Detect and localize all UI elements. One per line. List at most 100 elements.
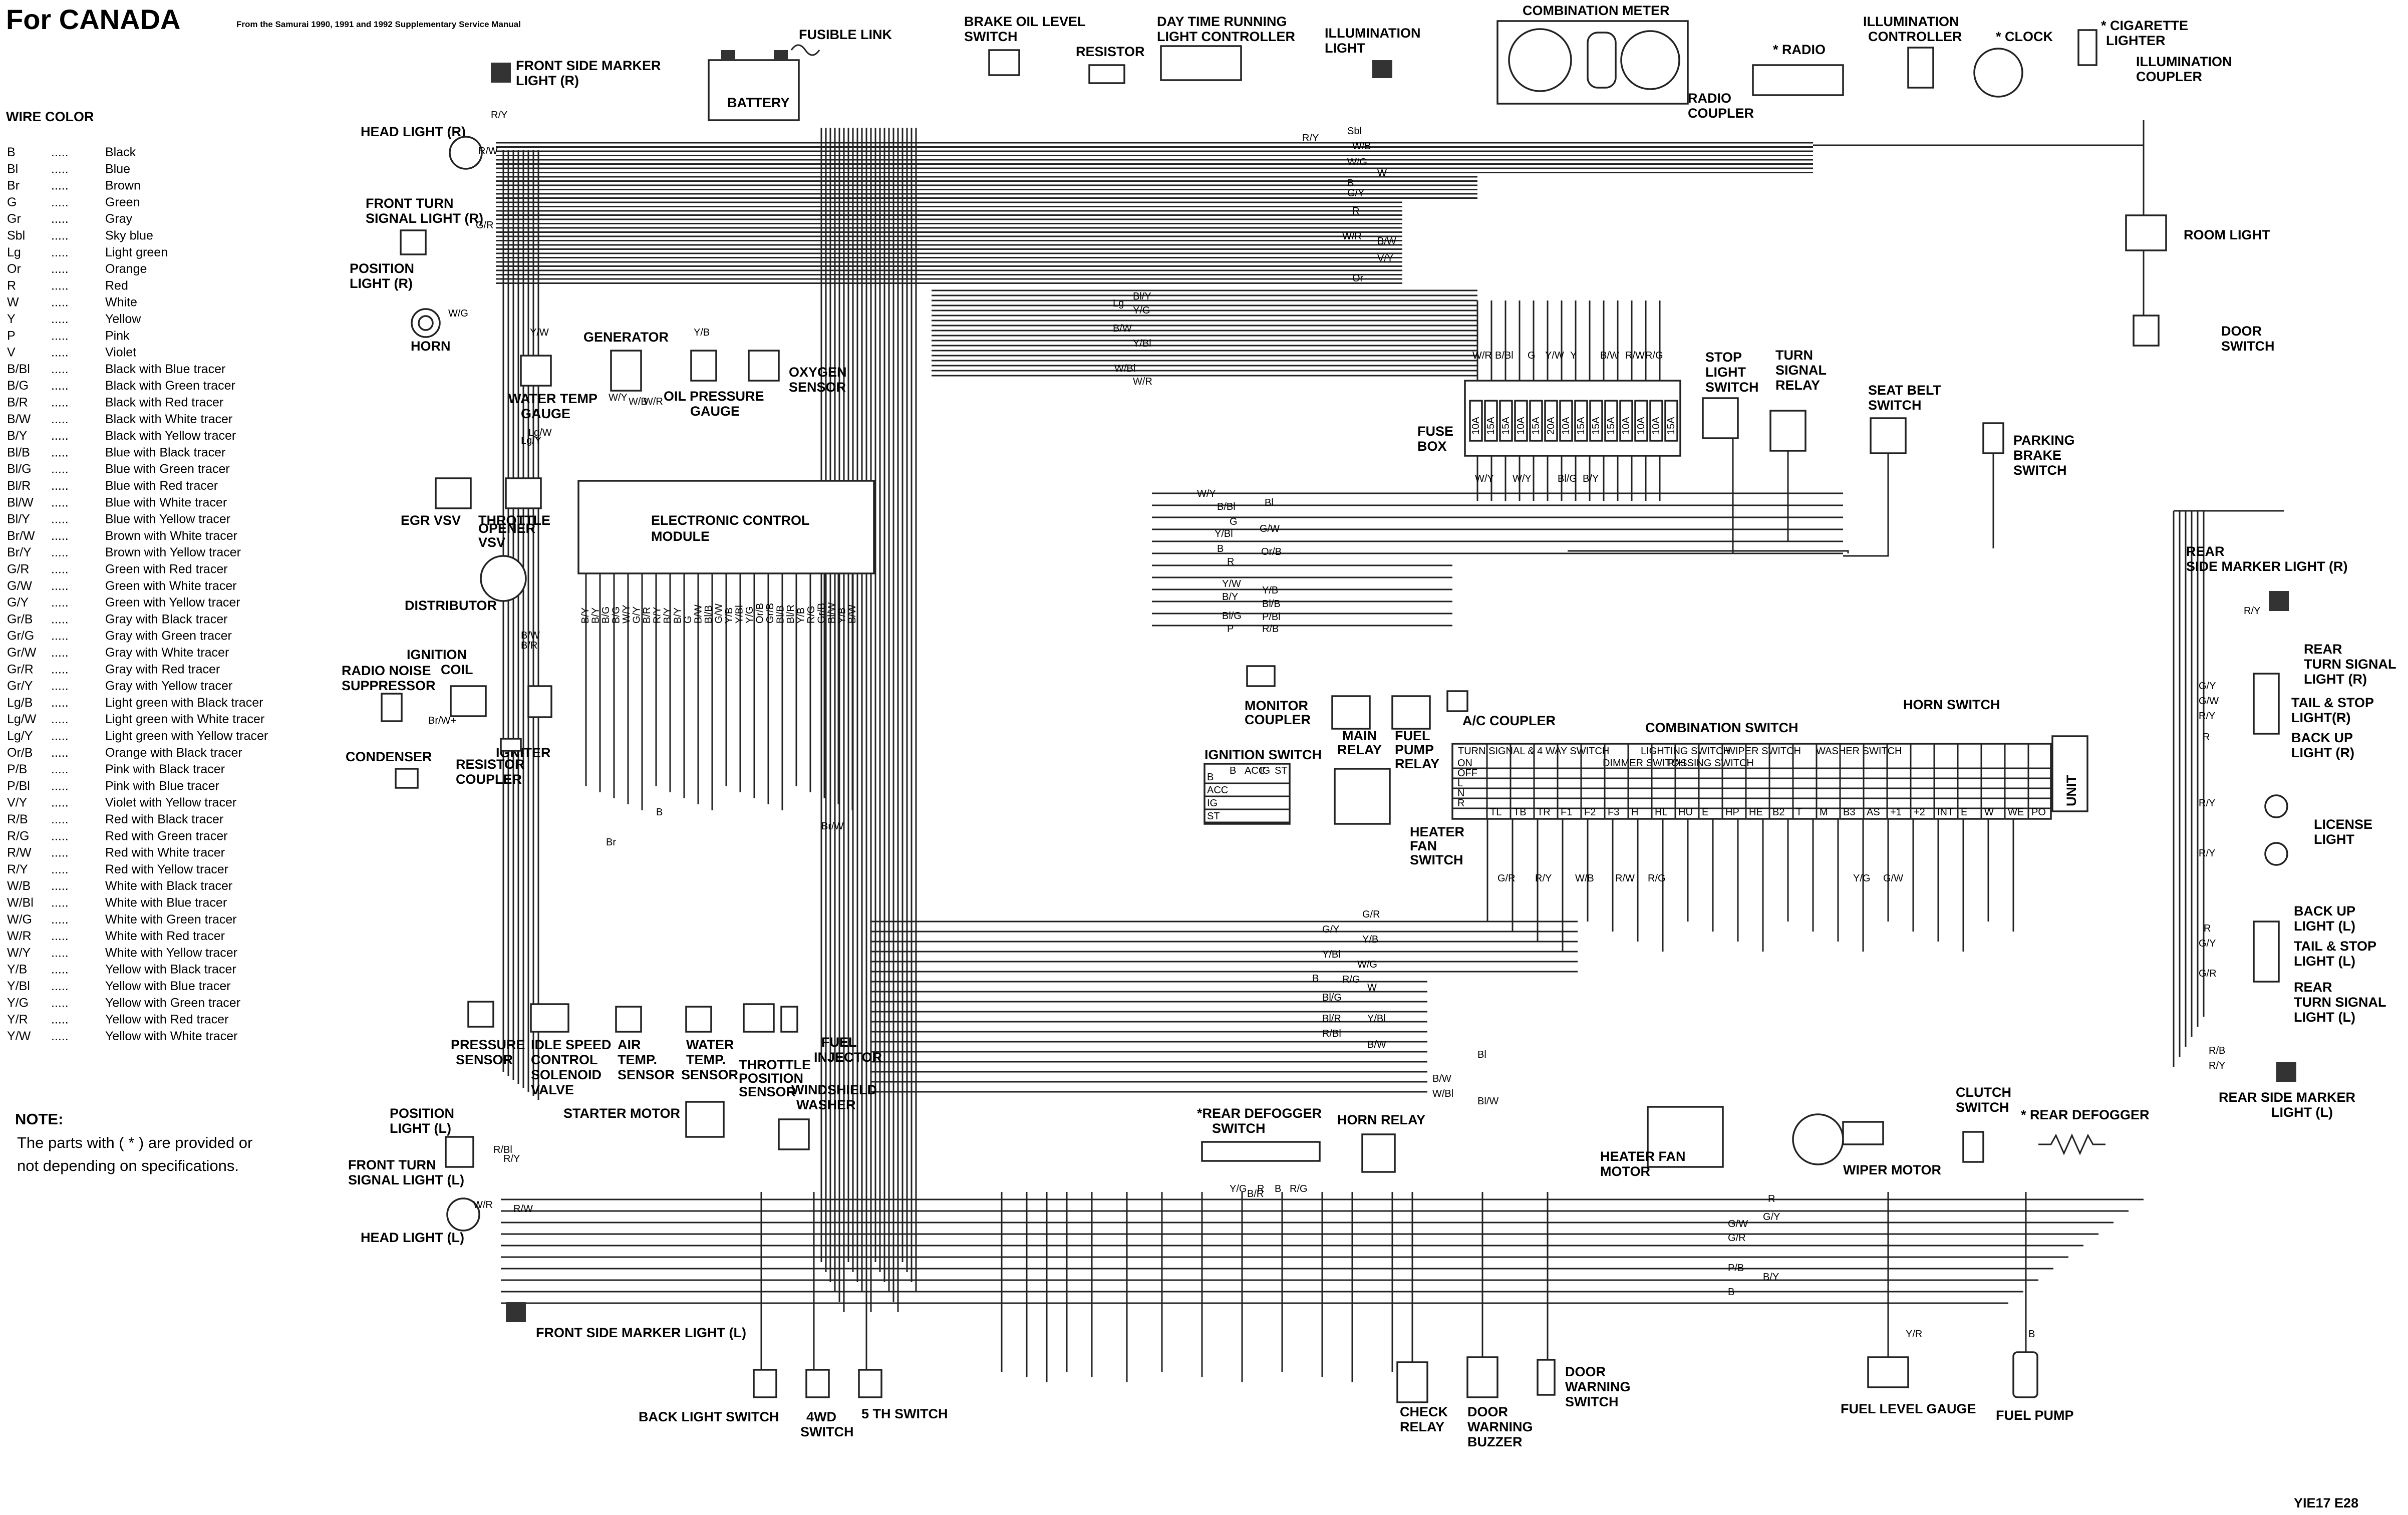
rear-turn-r-label: REAR [2304, 642, 2342, 657]
wire-label: Bl/G [1558, 473, 1577, 484]
comb-pin-label: +2 [1914, 807, 1925, 818]
fuse [1499, 400, 1513, 442]
legend-code: Lg [7, 245, 21, 259]
legend-dots: ..... [51, 946, 69, 960]
wire-label: W [1377, 168, 1387, 179]
legend-code: Bl/G [7, 462, 32, 476]
battery-symbol [708, 59, 800, 121]
legend-color: Light green with Yellow tracer [105, 729, 268, 743]
brake-oil-symbol [988, 49, 1020, 76]
comb-group-label: WASHER SWITCH [1816, 746, 1902, 757]
ecm-pin-label: Bl/B [775, 605, 786, 624]
legend-color: Yellow with Black tracer [105, 963, 236, 977]
fuse [1619, 400, 1633, 442]
legend-color: White with Yellow tracer [105, 946, 237, 960]
legend-code: Gr/G [7, 629, 34, 643]
comb-switch-unit-label: UNIT [2064, 775, 2079, 806]
fuse [1529, 400, 1543, 442]
legend-dots: ..... [51, 879, 69, 893]
legend-dots: ..... [51, 846, 69, 860]
fourwd-switch-symbol [805, 1369, 830, 1398]
illum-light-label: ILLUMINATION [1325, 26, 1420, 41]
main-relay-label: MAIN [1342, 728, 1377, 743]
ecm-pin-label: Y/B [724, 608, 735, 624]
legend-color: Gray [105, 212, 133, 226]
stop-light-switch-symbol [1702, 397, 1739, 439]
brake-oil-label: BRAKE OIL LEVEL [964, 14, 1086, 29]
wire-label: R/Y [2199, 711, 2215, 722]
wire-label: B/W [1113, 323, 1132, 334]
wire-label: W/B [1575, 873, 1594, 884]
door-buzzer-label-2: WARNING [1467, 1419, 1533, 1434]
front-turn-r-label-2: SIGNAL LIGHT (R) [366, 211, 483, 226]
illum-ctrl-symbol [1907, 47, 1934, 89]
wire-label: R/Y [1302, 133, 1319, 144]
wire-label: G/W [1728, 1219, 1748, 1230]
license-light-1-symbol [2264, 794, 2288, 818]
wire-label: Y/W [530, 327, 549, 338]
tps-label: THROTTLE [739, 1057, 811, 1072]
battery-terminal-pos [774, 50, 788, 61]
wire-label: G/R [1362, 909, 1380, 920]
wire-label: B/R [1247, 1188, 1264, 1199]
clutch-switch-label: CLUTCH [1956, 1085, 2011, 1100]
legend-code: Br/W [7, 529, 35, 543]
door-buzzer-label: DOOR [1467, 1404, 1508, 1419]
clock-symbol [1973, 48, 2023, 98]
legend-code: B/W [7, 412, 31, 426]
front-side-marker-r-label: FRONT SIDE MARKER [516, 58, 661, 73]
wire-label: G/Y [2199, 938, 2216, 949]
fuse-rating: 15A [1531, 417, 1542, 435]
throttle-opener-label-3: VSV [478, 535, 505, 550]
wire-label: Bl/B [1262, 598, 1281, 610]
comb-switch-unit [2051, 735, 2088, 812]
isc-valve-symbol [530, 1003, 569, 1033]
tps-symbol [743, 1003, 775, 1033]
water-temp-sensor-symbol [685, 1006, 712, 1033]
wire-label: B [656, 807, 663, 818]
legend-code: Bl/B [7, 445, 30, 459]
tail-l-label-2: LIGHT (L) [2294, 954, 2355, 969]
wire-label: R/Y [491, 110, 507, 121]
legend-code: W/Bl [7, 896, 34, 910]
legend-code: Y/Bl [7, 979, 30, 993]
radio-coupler-label: RADIO [1688, 91, 1731, 106]
wire-label: W/G [1357, 959, 1377, 970]
fuel-pump-relay-label-3: RELAY [1395, 756, 1439, 771]
legend-code: G/Y [7, 595, 29, 610]
legend-color: Red with Yellow tracer [105, 862, 228, 876]
distributor-label: DISTRIBUTOR [405, 598, 497, 613]
pressure-sensor-symbol [467, 1001, 494, 1028]
legend-color: Brown with Yellow tracer [105, 545, 241, 559]
wire-label: W/G [448, 308, 468, 319]
legend-dots: ..... [51, 1013, 69, 1027]
wire-label: Br [606, 837, 616, 848]
comb-row-label: L [1457, 778, 1463, 789]
fuel-level-gauge-label: FUEL LEVEL GAUGE [1841, 1401, 1976, 1416]
rear-defogger-symbol [2038, 1133, 2105, 1155]
cigarette-lighter-label-2: LIGHTER [2106, 33, 2166, 48]
legend-dots: ..... [51, 462, 69, 476]
ecm-pin-label: Or/B [755, 603, 766, 624]
oil-pressure-symbol [690, 350, 717, 382]
legend-color: Yellow with Blue tracer [105, 979, 231, 993]
heater-fan-motor-label-2: MOTOR [1600, 1164, 1650, 1179]
battery-label: BATTERY [727, 95, 790, 110]
legend-dots: ..... [51, 679, 69, 693]
legend-dots: ..... [51, 245, 69, 259]
comb-pin-label: HL [1655, 807, 1668, 818]
wire-label: B [1217, 543, 1224, 554]
ign-col-label: B [1230, 765, 1236, 776]
injector-label: FUEL [821, 1035, 857, 1050]
wire-label: B/Y [1222, 591, 1238, 602]
legend-code: R/G [7, 829, 29, 843]
fuse-rating: 10A [1561, 417, 1572, 435]
legend-color: Yellow with White tracer [105, 1029, 237, 1043]
wire-label: R [1352, 206, 1359, 217]
turn-relay-label: TURN [1775, 348, 1813, 363]
legend-code: G/R [7, 562, 29, 576]
distributor-symbol [480, 555, 527, 602]
legend-color: Blue with White tracer [105, 495, 227, 509]
wire-label: Bl/W [1477, 1096, 1498, 1107]
